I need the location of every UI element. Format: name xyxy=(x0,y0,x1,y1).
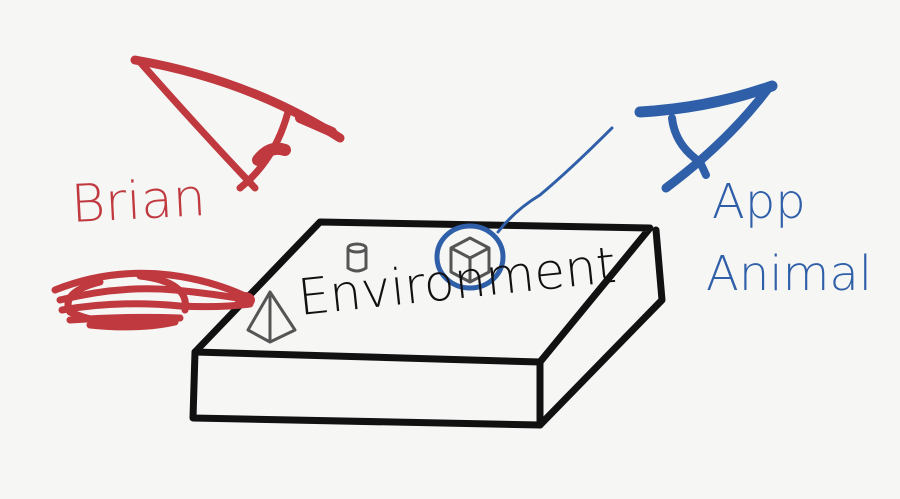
box-side-face xyxy=(536,226,666,429)
connector-line xyxy=(496,126,614,234)
app-label: App xyxy=(712,174,806,230)
eye-icon xyxy=(130,55,345,192)
pyramid-icon xyxy=(246,290,297,344)
animal-label: Animal xyxy=(706,246,872,302)
box-front-face xyxy=(189,348,544,429)
eye-icon xyxy=(634,80,778,193)
highlight-circle xyxy=(434,223,506,291)
red-scribble xyxy=(51,269,255,331)
environment-box xyxy=(189,218,666,429)
cube-icon xyxy=(449,236,491,284)
brian-label: Brian xyxy=(70,168,208,235)
box-top-face xyxy=(191,218,654,366)
cylinder-icon xyxy=(346,242,368,273)
